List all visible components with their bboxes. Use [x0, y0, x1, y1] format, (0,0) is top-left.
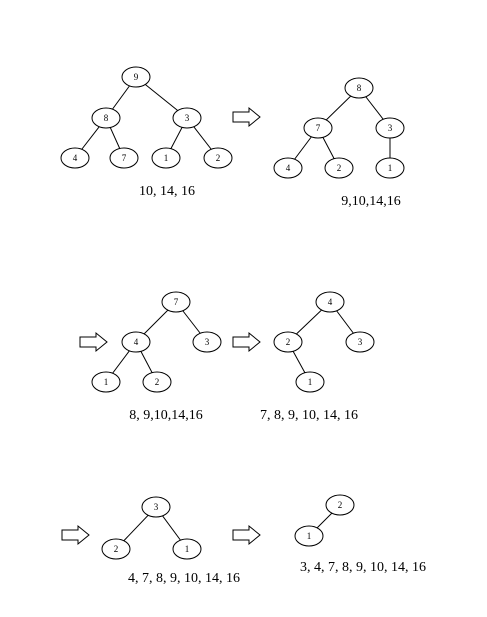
node-label: 1	[185, 544, 190, 554]
tree-node: 7	[161, 291, 191, 313]
node-ellipse	[203, 147, 233, 169]
node-label: 1	[308, 377, 313, 387]
node-ellipse	[315, 291, 345, 313]
tree-node: 1	[151, 147, 181, 169]
node-ellipse	[273, 331, 303, 353]
node-label: 2	[337, 163, 342, 173]
tree-4: 4 2 3 1 7, 8, 9, 10, 14, 16	[260, 291, 375, 423]
tree-node: 3	[172, 107, 202, 129]
node-label: 3	[358, 337, 363, 347]
node-ellipse	[345, 331, 375, 353]
node-label: 2	[114, 544, 119, 554]
node-ellipse	[172, 107, 202, 129]
node-ellipse	[91, 371, 121, 393]
node-label: 2	[286, 337, 291, 347]
node-label: 7	[174, 297, 179, 307]
node-label: 7	[316, 123, 321, 133]
sorted-sequence-caption: 8, 9,10,14,16	[129, 408, 203, 423]
sorted-sequence-caption: 7, 8, 9, 10, 14, 16	[260, 408, 358, 423]
node-ellipse	[375, 157, 405, 179]
node-ellipse	[172, 538, 202, 560]
node-ellipse	[161, 291, 191, 313]
sorted-sequence-caption: 3, 4, 7, 8, 9, 10, 14, 16	[300, 560, 426, 575]
node-label: 1	[164, 153, 169, 163]
tree-node: 4	[273, 157, 303, 179]
tree-node: 4	[315, 291, 345, 313]
node-ellipse	[101, 538, 131, 560]
tree-5: 3 2 1 4, 7, 8, 9, 10, 14, 16	[101, 496, 240, 586]
tree-node: 3	[192, 331, 222, 353]
right-arrow-icon	[232, 331, 261, 353]
node-label: 8	[357, 83, 362, 93]
tree-node: 3	[375, 117, 405, 139]
node-label: 2	[155, 377, 160, 387]
node-label: 4	[134, 337, 139, 347]
node-ellipse	[295, 371, 325, 393]
node-ellipse	[91, 107, 121, 129]
right-arrow-icon	[61, 524, 90, 546]
node-ellipse	[294, 525, 324, 547]
node-label: 1	[104, 377, 109, 387]
node-label: 4	[286, 163, 291, 173]
tree-node: 2	[325, 494, 355, 516]
tree-node: 2	[203, 147, 233, 169]
tree-node: 2	[101, 538, 131, 560]
tree-node: 1	[295, 371, 325, 393]
node-label: 3	[185, 113, 190, 123]
node-label: 9	[134, 72, 139, 82]
right-arrow-icon	[232, 524, 261, 546]
tree-node: 8	[344, 77, 374, 99]
tree-node: 7	[109, 147, 139, 169]
tree-node: 2	[324, 157, 354, 179]
node-ellipse	[142, 371, 172, 393]
tree-6: 2 1 3, 4, 7, 8, 9, 10, 14, 16	[294, 494, 426, 575]
tree-3: 7 4 3 1 2 8, 9,10,14,16	[91, 291, 222, 423]
node-label: 3	[388, 123, 393, 133]
tree-node: 1	[375, 157, 405, 179]
node-label: 1	[307, 531, 312, 541]
right-arrow-icon	[79, 331, 108, 353]
node-ellipse	[273, 157, 303, 179]
node-label: 7	[122, 153, 127, 163]
node-ellipse	[60, 147, 90, 169]
node-ellipse	[325, 494, 355, 516]
tree-node: 2	[142, 371, 172, 393]
node-label: 1	[388, 163, 393, 173]
node-ellipse	[141, 496, 171, 518]
tree-node: 4	[60, 147, 90, 169]
node-label: 4	[73, 153, 78, 163]
node-ellipse	[121, 66, 151, 88]
node-label: 2	[216, 153, 221, 163]
node-label: 8	[104, 113, 109, 123]
tree-node: 9	[121, 66, 151, 88]
tree-node: 7	[303, 117, 333, 139]
node-label: 4	[328, 297, 333, 307]
node-label: 2	[338, 500, 343, 510]
node-ellipse	[324, 157, 354, 179]
tree-node: 1	[294, 525, 324, 547]
tree-1: 9 8 3 4 7 1 2 10, 14, 16	[60, 66, 233, 199]
node-ellipse	[109, 147, 139, 169]
tree-2: 8 7 3 4 2 1 9,10,14,16	[273, 77, 405, 209]
node-ellipse	[344, 77, 374, 99]
sorted-sequence-caption: 10, 14, 16	[139, 184, 195, 199]
tree-node: 3	[141, 496, 171, 518]
right-arrow-icon	[232, 106, 261, 128]
tree-node: 1	[91, 371, 121, 393]
node-label: 3	[154, 502, 159, 512]
sorted-sequence-caption: 4, 7, 8, 9, 10, 14, 16	[128, 571, 240, 586]
node-label: 3	[205, 337, 210, 347]
tree-node: 3	[345, 331, 375, 353]
node-ellipse	[303, 117, 333, 139]
node-ellipse	[121, 331, 151, 353]
tree-node: 4	[121, 331, 151, 353]
tree-node: 8	[91, 107, 121, 129]
tree-node: 1	[172, 538, 202, 560]
node-ellipse	[375, 117, 405, 139]
node-ellipse	[192, 331, 222, 353]
sorted-sequence-caption: 9,10,14,16	[341, 194, 401, 209]
node-ellipse	[151, 147, 181, 169]
tree-node: 2	[273, 331, 303, 353]
